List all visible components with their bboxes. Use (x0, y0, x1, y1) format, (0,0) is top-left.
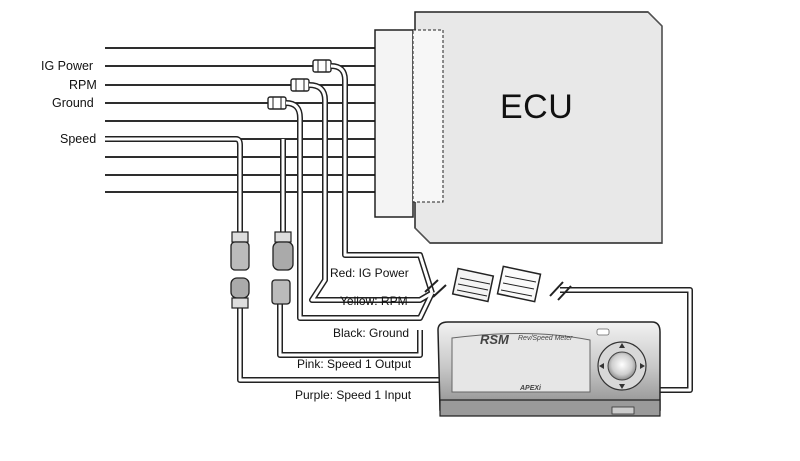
ecu-connector (374, 29, 444, 218)
splice-ig-power (312, 59, 332, 73)
bullet-connector-output-upper (272, 231, 294, 271)
wire-label-pink: Pink: Speed 1 Output (297, 357, 412, 371)
wire-label-yellow: Yellow: RPM (340, 294, 408, 308)
wire-label-black: Black: Ground (333, 326, 410, 340)
device-brand-mark: RSM (480, 332, 509, 347)
rsm-meter-device (437, 321, 661, 417)
signal-label-rpm: RPM (69, 78, 97, 92)
signal-label-speed: Speed (60, 132, 97, 146)
coupler-connector (424, 265, 572, 303)
colored-wires-core (105, 64, 692, 392)
signal-label-ground: Ground (52, 96, 94, 110)
bullet-connector-speed-lower (230, 277, 250, 309)
splice-rpm (290, 78, 310, 92)
device-subtitle: Rev/Speed Meter (518, 335, 573, 342)
ecu-label: ECU (500, 88, 574, 126)
ecu-box (414, 11, 663, 244)
wire-label-red: Red: IG Power (330, 266, 409, 280)
bullet-connector-speed-upper (230, 231, 250, 271)
bullet-connector-output-lower (271, 279, 291, 305)
splice-ground (267, 96, 287, 110)
wire-label-purple: Purple: Speed 1 Input (295, 388, 412, 402)
device-maker-logo: APEXi (520, 385, 542, 392)
signal-label-ig-power: IG Power (41, 59, 94, 73)
